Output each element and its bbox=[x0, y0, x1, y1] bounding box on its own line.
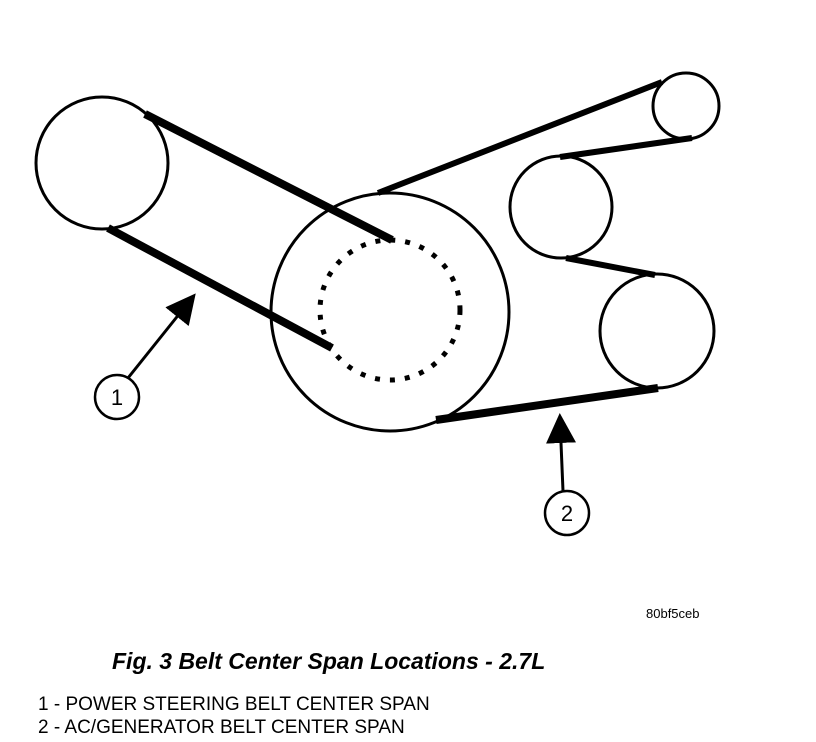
callout-2-arrow bbox=[546, 413, 576, 492]
legend: 1 - POWER STEERING BELT CENTER SPAN 2 - … bbox=[38, 693, 430, 739]
callout-1-number: 1 bbox=[111, 385, 123, 410]
inner-pulley-dashed bbox=[317, 237, 463, 383]
callout-1-arrow bbox=[126, 293, 196, 379]
legend-item-1: 1 - POWER STEERING BELT CENTER SPAN bbox=[38, 694, 430, 715]
image-id: 80bf5ceb bbox=[646, 606, 700, 621]
generator-pulley bbox=[598, 272, 716, 390]
idler-pulley bbox=[508, 154, 614, 260]
figure-caption: Fig. 3 Belt Center Span Locations - 2.7L bbox=[112, 648, 546, 674]
crankshaft-pulley bbox=[269, 191, 511, 433]
power-steering-pulley bbox=[34, 95, 170, 231]
ac-belt-span-generator-to-crank bbox=[435, 384, 659, 424]
callout-2-circle bbox=[543, 489, 591, 537]
legend-item-2: 2 - AC/GENERATOR BELT CENTER SPAN bbox=[38, 717, 405, 738]
upper-right-pulley bbox=[651, 71, 721, 141]
ps-belt-lower-span bbox=[106, 224, 334, 352]
ac-belt-span-crank-to-upper bbox=[376, 79, 664, 196]
ac-belt-span-upper-to-idler bbox=[559, 135, 693, 160]
ac-belt-span-idler-to-generator bbox=[565, 255, 656, 278]
ps-belt-upper-span bbox=[143, 110, 394, 244]
callout-1-circle bbox=[93, 373, 141, 421]
callout-2-number: 2 bbox=[561, 501, 573, 526]
